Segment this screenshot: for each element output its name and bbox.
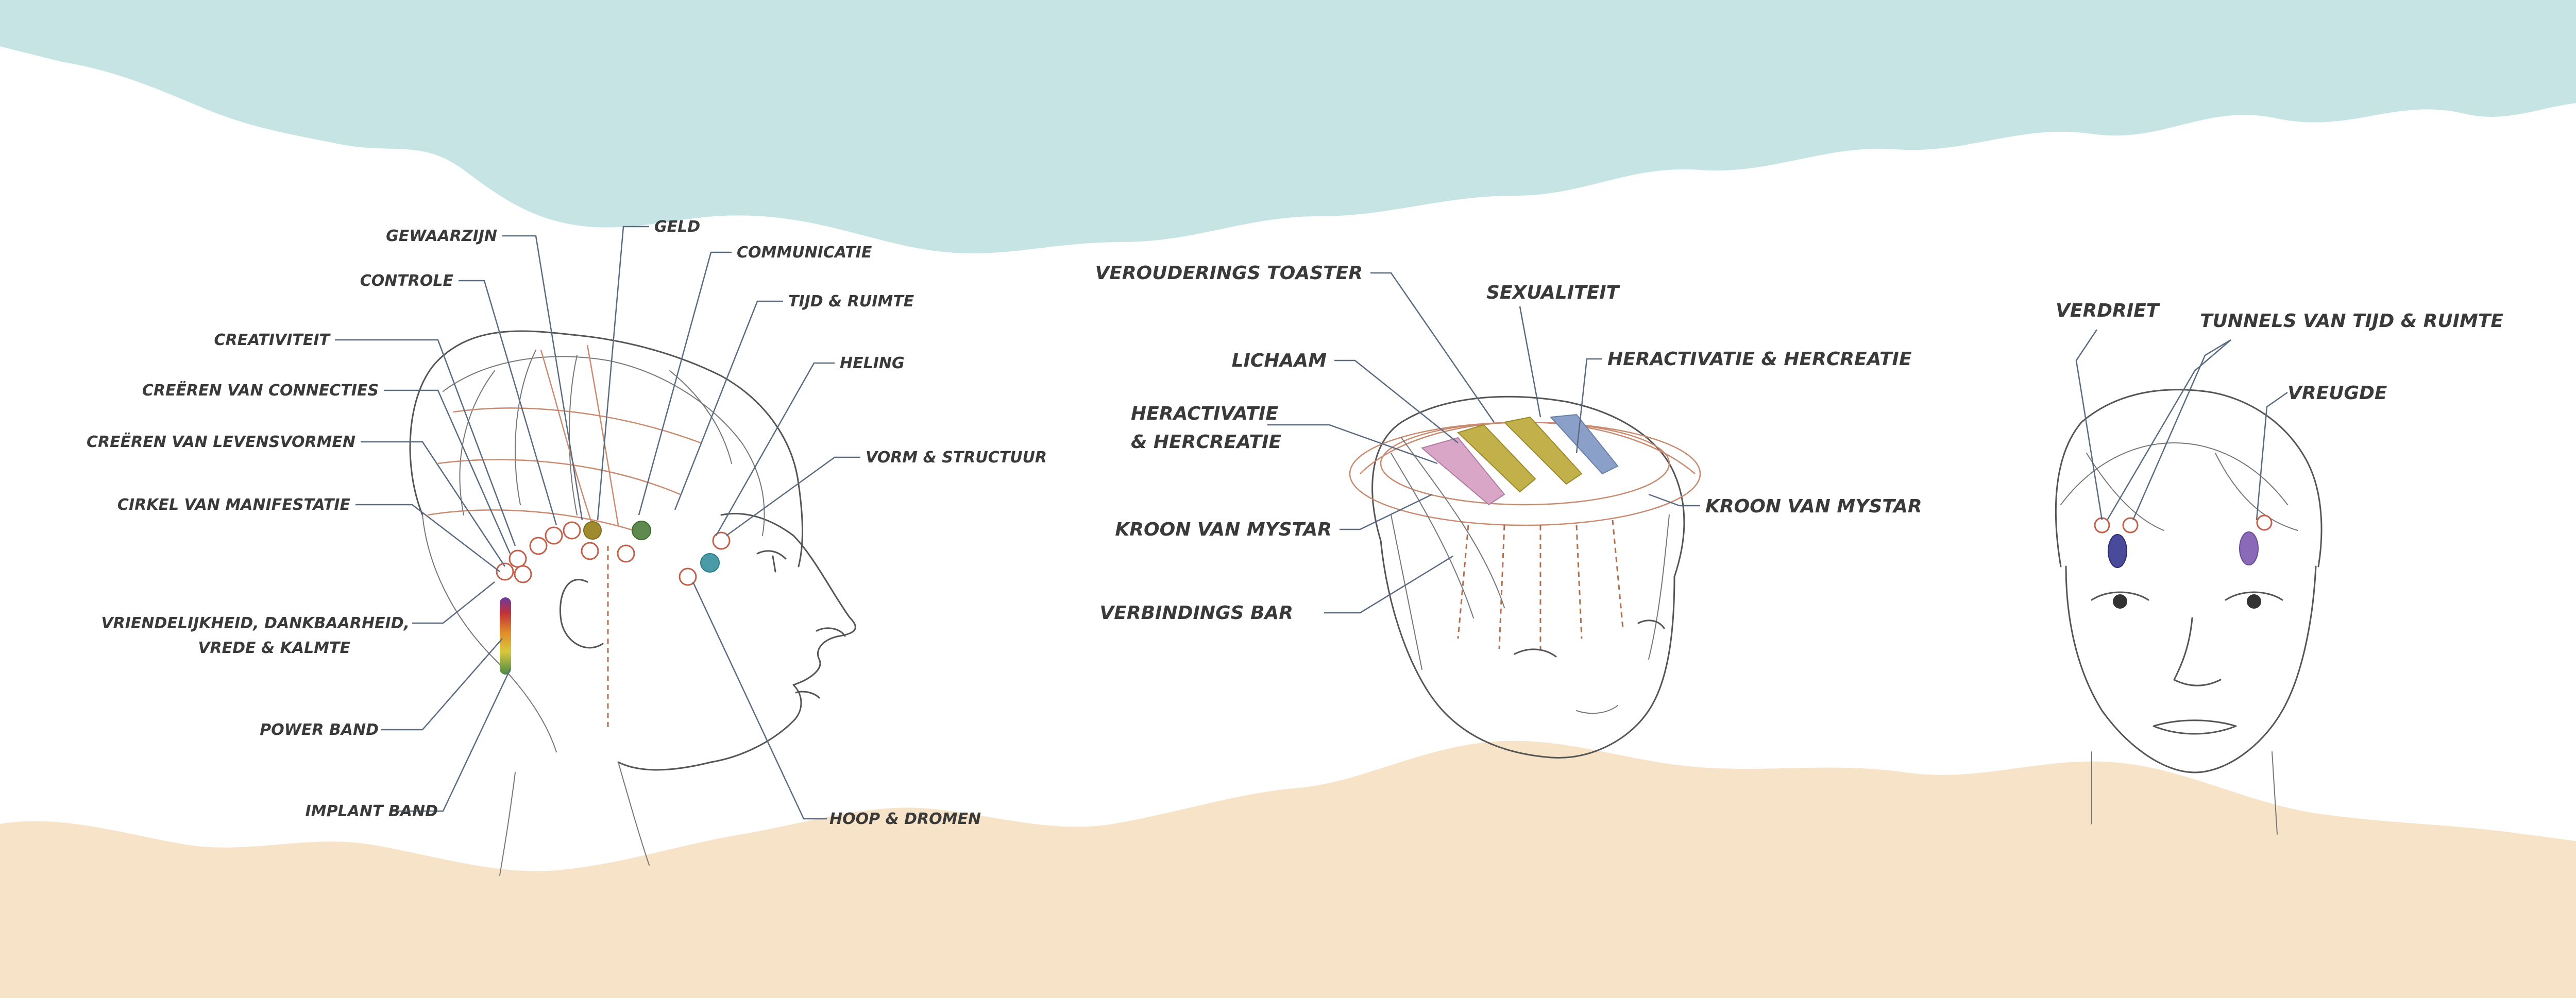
- communicatie-bar-dot: [632, 521, 651, 540]
- crown-bar-yellow-1: [1457, 424, 1536, 493]
- label-tunnels-tijd-ruimte: TUNNELS VAN TIJD & RUIMTE: [2200, 311, 2503, 332]
- label-vrede-kalmte: VREDE & KALMTE: [198, 639, 350, 657]
- label-vreugde: VREUGDE: [2287, 383, 2387, 404]
- verdriet-bar: [2108, 534, 2127, 568]
- label-communicatie: COMMUNICATIE: [737, 244, 872, 262]
- label-power-band: POWER BAND: [260, 721, 379, 739]
- top-head: VEROUDERINGS TOASTER SEXUALITEIT LICHAAM…: [1095, 263, 1922, 759]
- label-heling: HELING: [840, 354, 905, 372]
- label-sexualiteit: SEXUALITEIT: [1486, 282, 1620, 303]
- heling-bar-dot: [700, 553, 720, 573]
- label-tijd-ruimte-side: TIJD & RUIMTE: [788, 292, 914, 311]
- label-gewaarzijn: GEWAARZIJN: [386, 227, 497, 245]
- front-leaders: [2075, 329, 2288, 521]
- label-creativiteit: CREATIVITEIT: [214, 331, 331, 349]
- label-creeren-levensvormen: CREËREN VAN LEVENSVORMEN: [87, 433, 355, 451]
- label-hoop-dromen: HOOP & DROMEN: [829, 810, 981, 828]
- label-creeren-connecties: CREËREN VAN CONNECTIES: [142, 381, 379, 400]
- label-controle: CONTROLE: [360, 272, 454, 290]
- label-lichaam: LICHAAM: [1232, 350, 1327, 371]
- label-implant-band: IMPLANT BAND: [306, 802, 438, 820]
- top-leaders: [1267, 272, 1700, 614]
- sky-band: [0, 0, 2576, 254]
- sand-band: [0, 741, 2576, 998]
- label-vriendelijkheid: VRIENDELIJKHEID, DANKBAARHEID,: [101, 614, 410, 632]
- label-heractivatie-hercreatie-right: HERACTIVATIE & HERCREATIE: [1607, 349, 1912, 370]
- label-vorm-structuur: VORM & STRUCTUUR: [866, 449, 1047, 467]
- side-head: GEWAARZIJN GELD COMMUNICATIE CONTROLE TI…: [87, 218, 1047, 876]
- crown-bar-yellow-2: [1503, 416, 1583, 485]
- label-geld: GELD: [654, 218, 700, 236]
- label-verouderings-toaster: VEROUDERINGS TOASTER: [1095, 263, 1363, 284]
- label-verdriet: VERDRIET: [2056, 300, 2160, 321]
- side-leaders: [335, 226, 860, 820]
- vreugde-bar: [2239, 531, 2259, 565]
- crown-bar-blue: [1549, 414, 1619, 475]
- front-head: VERDRIET TUNNELS VAN TIJD & RUIMTE VREUG…: [2055, 300, 2503, 835]
- label-heractivatie: HERACTIVATIE: [1131, 403, 1278, 424]
- geld-bar-dot: [583, 521, 602, 540]
- label-kroon-mystar-left: KROON VAN MYSTAR: [1115, 519, 1332, 540]
- label-verbindings-bar: VERBINDINGS BAR: [1099, 603, 1293, 624]
- power-band: [500, 597, 511, 675]
- lichaam-bar: [1420, 437, 1505, 506]
- label-cirkel-manifestatie: CIRKEL VAN MANIFESTATIE: [117, 496, 351, 514]
- label-kroon-mystar-right: KROON VAN MYSTAR: [1705, 496, 1922, 517]
- label-hercreatie: & HERCREATIE: [1131, 432, 1281, 453]
